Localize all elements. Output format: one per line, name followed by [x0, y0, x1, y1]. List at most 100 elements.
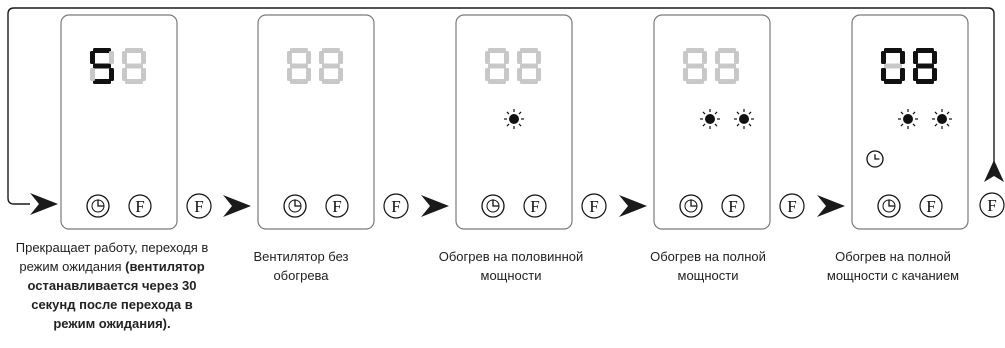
- display-segment-a: [686, 48, 704, 53]
- display-segment-d: [93, 79, 111, 84]
- transition-f-button[interactable]: F: [186, 193, 212, 219]
- panel-f-button[interactable]: F: [128, 194, 152, 218]
- display-segment-e: [122, 68, 127, 81]
- sun-ray: [900, 123, 904, 127]
- display-segment-a: [93, 48, 111, 53]
- display-segment-e: [517, 68, 522, 81]
- caption-text: Обогрев на половинной мощности: [438, 249, 584, 283]
- display-segment-d: [290, 79, 308, 84]
- sun-ray: [736, 111, 740, 115]
- loop-arrow-up: [984, 160, 1004, 182]
- display-segment-g: [93, 63, 111, 69]
- clock-face: [679, 194, 703, 218]
- sun-ray: [934, 111, 938, 115]
- loop-f-button[interactable]: F: [979, 192, 1005, 218]
- display-segment-e: [683, 68, 688, 81]
- panel-f-button[interactable]: F: [919, 194, 943, 218]
- f-button-ring: [325, 194, 349, 218]
- display-segment-f: [485, 51, 490, 64]
- f-button-ring: [523, 194, 547, 218]
- sun-ray: [946, 111, 950, 115]
- sun-ray: [946, 123, 950, 127]
- display-segment-e: [485, 68, 490, 81]
- clock-face: [283, 194, 307, 218]
- timer-inner-ring: [882, 199, 896, 213]
- display-segment-f: [517, 51, 522, 64]
- caption-bold-note: (вентилятор останавливается через 30 сек…: [27, 259, 205, 331]
- f-button-ring: [383, 193, 409, 219]
- display-segment-e: [90, 68, 95, 81]
- sun-ray: [912, 111, 916, 115]
- arrow-head: [619, 195, 647, 217]
- display-segment-g: [718, 63, 736, 69]
- f-button-ring: [128, 194, 152, 218]
- f-button-ring: [186, 193, 212, 219]
- sun-ray: [702, 111, 706, 115]
- caption-text: Вентилятор без обогрева: [253, 249, 349, 283]
- arrow-head: [30, 193, 58, 215]
- transition-f-button[interactable]: F: [383, 193, 409, 219]
- timer-button-icon: [86, 194, 110, 218]
- clock-hands: [874, 154, 880, 160]
- transition-f-button[interactable]: F: [779, 193, 805, 219]
- timer-inner-ring: [486, 199, 500, 213]
- display-segment-a: [322, 48, 340, 53]
- f-button-ring: [979, 192, 1005, 218]
- display-segment-c: [702, 68, 707, 81]
- sun-ray: [736, 123, 740, 127]
- clock-hands: [492, 199, 500, 207]
- f-button-ring: [919, 194, 943, 218]
- display-segment-c: [932, 68, 937, 81]
- display-segment-g: [290, 63, 308, 69]
- loop-line: [7, 7, 995, 205]
- sun-core: [739, 114, 749, 124]
- sun-core: [509, 114, 519, 124]
- display-segment-b: [141, 51, 146, 64]
- display-segment-d: [322, 79, 340, 84]
- caption-text: Прекращает работу, переходя в режим ожид…: [15, 240, 209, 274]
- panel-frame: [257, 14, 375, 230]
- display-segment-d: [916, 79, 934, 84]
- sun-ray: [506, 123, 510, 127]
- display-segment-b: [536, 51, 541, 64]
- display-segment-g: [322, 63, 340, 69]
- f-button-label: F: [391, 197, 400, 216]
- display-segment-f: [881, 51, 886, 64]
- timer-button-icon: [283, 194, 307, 218]
- caption-fan-no-heat: Вентилятор без обогрева: [226, 247, 376, 285]
- sun-ray: [912, 123, 916, 127]
- caption-text: Обогрев на полной мощности: [650, 249, 766, 283]
- display-segment-f: [90, 51, 95, 64]
- display-segment-e: [913, 68, 918, 81]
- f-button-label: F: [787, 197, 796, 216]
- display-segment-b: [734, 51, 739, 64]
- display-segment-a: [125, 48, 143, 53]
- timer-button-icon: [877, 194, 901, 218]
- sun-ray: [748, 111, 752, 115]
- panel-standby: F: [60, 14, 178, 230]
- display-segment-d: [488, 79, 506, 84]
- f-button-label: F: [194, 197, 203, 216]
- panel-f-button[interactable]: F: [721, 194, 745, 218]
- display-segment-f: [122, 51, 127, 64]
- panel-f-button[interactable]: F: [325, 194, 349, 218]
- panel-full-heat: F: [653, 14, 771, 230]
- f-button-label: F: [589, 197, 598, 216]
- sun-ray: [934, 123, 938, 127]
- display-segment-c: [338, 68, 343, 81]
- panel-f-button[interactable]: F: [523, 194, 547, 218]
- display-segment-f: [287, 51, 292, 64]
- sun-ray: [714, 111, 718, 115]
- display-segment-c: [306, 68, 311, 81]
- f-button-ring: [721, 194, 745, 218]
- display-segment-d: [520, 79, 538, 84]
- sun-core: [937, 114, 947, 124]
- timer-inner-ring: [91, 199, 105, 213]
- timer-inner-ring: [684, 199, 698, 213]
- display-segment-g: [488, 63, 506, 69]
- arrow-head: [223, 195, 251, 217]
- transition-f-button[interactable]: F: [581, 193, 607, 219]
- sun-core: [705, 114, 715, 124]
- arrow-head: [817, 195, 845, 217]
- clock-hands: [690, 199, 698, 207]
